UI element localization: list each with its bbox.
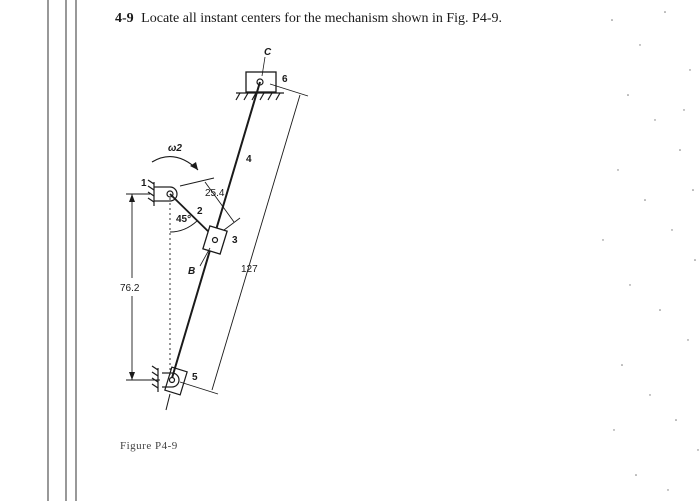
dim-127: [179, 83, 309, 395]
problem-text: Locate all instant centers for the mecha…: [141, 11, 502, 26]
dim-76-2-label: 76.2: [120, 283, 140, 294]
angle-arc: [169, 220, 198, 233]
bottom-stem: [165, 393, 171, 411]
label-link-2: 2: [197, 206, 203, 217]
link-2-crank: [169, 193, 216, 239]
omega-arc: [151, 155, 199, 171]
slider-block-5: [164, 366, 188, 396]
label-omega: ω2: [168, 143, 182, 154]
label-link-5: 5: [192, 372, 198, 383]
c-leader: [261, 56, 266, 77]
dim-127-label: 127: [241, 264, 258, 275]
problem-statement: 4-9 Locate all instant centers for the m…: [115, 11, 502, 27]
label-link-3: 3: [232, 235, 238, 246]
dim-25-4: [179, 177, 241, 231]
pin-bottom: [168, 376, 176, 384]
bottom-pivot-5: [151, 365, 180, 392]
omega-arrowhead: [190, 162, 198, 170]
b-leader: [199, 247, 211, 267]
label-link-6: 6: [282, 74, 288, 85]
page-edge-lines: [47, 0, 77, 501]
scan-speckle: [602, 11, 699, 491]
label-b: B: [188, 266, 195, 277]
figure-caption: Figure P4-9: [120, 440, 178, 452]
dim-76-2: [126, 193, 160, 381]
dim-25-4-label: 25.4: [205, 188, 225, 199]
label-link-4: 4: [246, 154, 252, 165]
slider-block-6: [245, 71, 277, 93]
label-link-1: 1: [141, 178, 147, 189]
pin-b: [211, 236, 219, 244]
ground-pivot-1: [147, 179, 178, 206]
label-angle: 45°: [176, 214, 191, 225]
label-c: C: [264, 47, 272, 58]
top-ground: [235, 92, 284, 101]
problem-number: 4-9: [115, 11, 134, 26]
